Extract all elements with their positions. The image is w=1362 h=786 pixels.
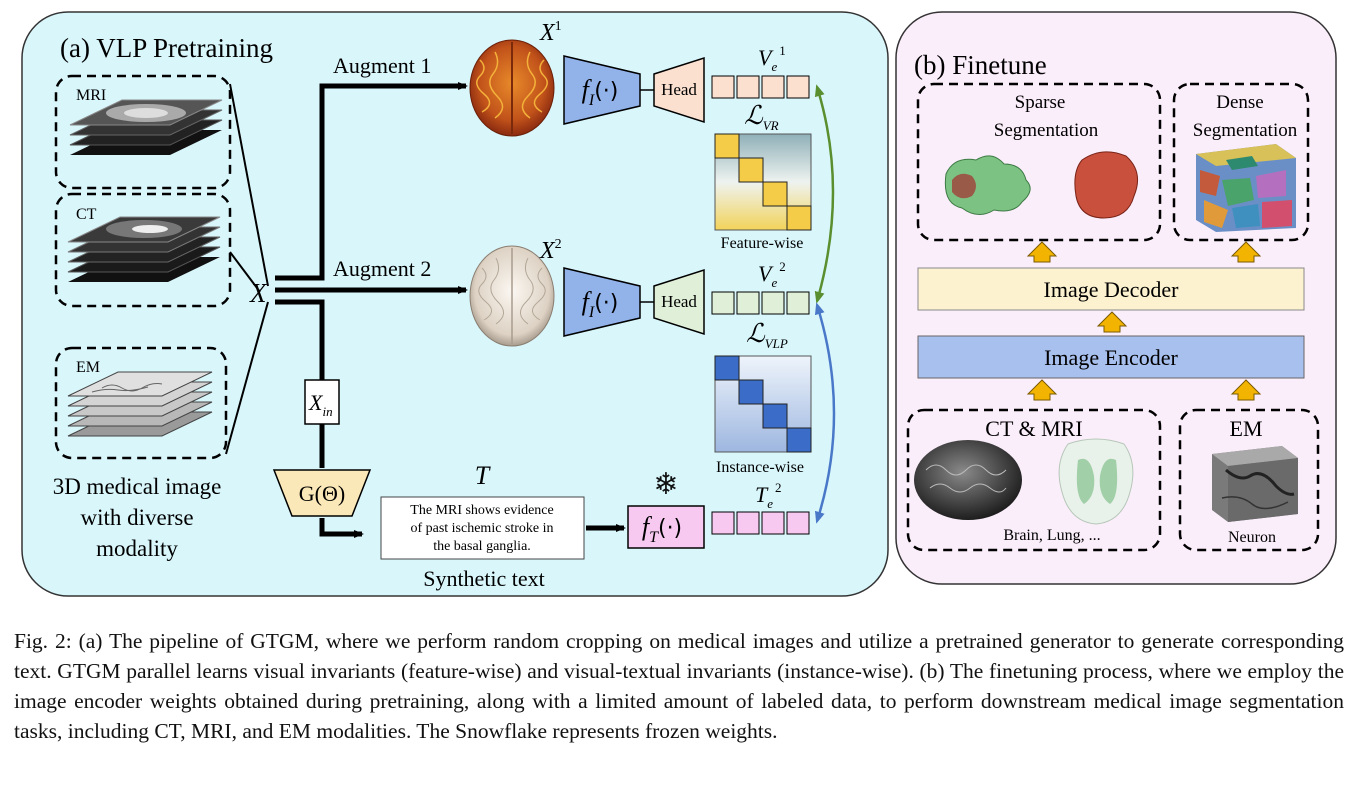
brain-augment-1 [469,39,555,137]
em-stack: EM [54,346,228,460]
head-1 [653,56,705,124]
svg-text:Te2: Te2 [755,480,782,511]
up-arrow-dense [1230,241,1262,263]
svg-text:MRI: MRI [76,87,106,104]
svg-text:fT(·): fT(·) [642,512,682,546]
svg-text:CT & MRI: CT & MRI [985,416,1082,441]
svg-text:fI(·): fI(·) [582,75,619,109]
embedding-ve2 [711,291,810,315]
image-decoder-block [917,267,1305,311]
figure-caption: Fig. 2: (a) The pipeline of GTGM, where … [14,629,1344,743]
svg-text:EM: EM [76,359,100,376]
em-input-box [1178,408,1320,552]
vr-contrastive-arrow [814,84,835,304]
x1-label: X1 [539,19,562,46]
snowflake-icon: ❄ [653,468,678,501]
svg-text:Xin: Xin [308,390,333,419]
feature-wise-matrix [714,133,812,231]
figure-diagram: (a) VLP Pretraining MRI CT EM [21,11,1337,597]
augment-2-label: Augment 2 [333,256,431,281]
image-encoder-block [917,335,1305,379]
text-encoder [627,505,705,549]
svg-text:Neuron: Neuron [1228,529,1276,546]
svg-text:Head: Head [661,292,697,311]
up-arrow-sparse [1026,241,1058,263]
feature-wise-label: Feature-wise [721,235,804,252]
svg-text:Image Decoder: Image Decoder [1044,277,1180,302]
svg-text:fI(·): fI(·) [582,287,619,321]
svg-text:Image Encoder: Image Encoder [1044,345,1178,370]
x2-label: X2 [539,237,562,264]
lung-image [1058,438,1134,525]
dense-segmentation-box [1172,82,1310,242]
up-arrow-ctmri [1026,379,1058,401]
sparse-segmentation-box [916,82,1162,242]
image-encoder-1 [563,55,641,125]
panel-a-title: (a) VLP Pretraining [60,33,273,63]
sparse-seg-red-organ [1074,151,1139,219]
svg-text:Segmentation: Segmentation [1193,120,1298,141]
dense-seg-cube [1196,144,1296,232]
input-caption-line1: 3D medical image [53,474,222,499]
ct-stack: CT [54,192,232,308]
up-arrow-decoder [1096,311,1128,333]
vlp-contrastive-arrow [814,302,836,524]
svg-text:Head: Head [661,80,697,99]
input-caption-line3: modality [96,536,178,561]
text-symbol: T [475,461,491,490]
sparse-seg-green-organ [944,155,1031,215]
svg-text:the basal ganglia.: the basal ganglia. [433,539,531,554]
svg-text:Brain, Lung, ...: Brain, Lung, ... [1003,527,1100,544]
svg-text:The MRI shows evidence: The MRI shows evidence [410,503,553,518]
mri-stack: MRI [54,74,232,190]
x-in-box [304,379,340,425]
ct-mri-input-box [906,408,1162,552]
embedding-ve1 [711,75,810,99]
generator-label: G(Θ) [299,481,345,506]
svg-text:Dense: Dense [1216,92,1263,113]
synthetic-text-caption: Synthetic text [423,566,545,591]
up-arrow-em [1230,379,1262,401]
synthetic-text-box [380,496,585,560]
svg-text:Segmentation: Segmentation [994,120,1099,141]
generator-block [272,469,372,517]
gray-brain-image [914,440,1022,520]
svg-text:EM: EM [1230,416,1263,441]
image-encoder-2 [563,267,641,337]
svg-text:Ve1: Ve1 [758,43,786,74]
panel-b-title: (b) Finetune [914,50,1047,80]
augment-1-label: Augment 1 [333,53,431,78]
head-2 [653,268,705,336]
instance-wise-matrix [714,355,812,453]
loss-vlp-label: ℒVLP [746,319,788,351]
em-cube-image [1212,446,1298,522]
svg-text:of past ischemic stroke in: of past ischemic stroke in [410,521,553,536]
embedding-te2 [711,511,810,535]
loss-vr-label: ℒVR [744,101,779,133]
input-caption-line2: with diverse [80,505,193,530]
svg-text:Sparse: Sparse [1015,92,1066,113]
brain-augment-2 [469,245,555,347]
svg-text:Ve2: Ve2 [758,259,786,290]
instance-wise-label: Instance-wise [716,459,804,476]
panel-a-background [21,11,889,597]
input-x: X [249,278,268,308]
svg-text:CT: CT [76,206,97,223]
